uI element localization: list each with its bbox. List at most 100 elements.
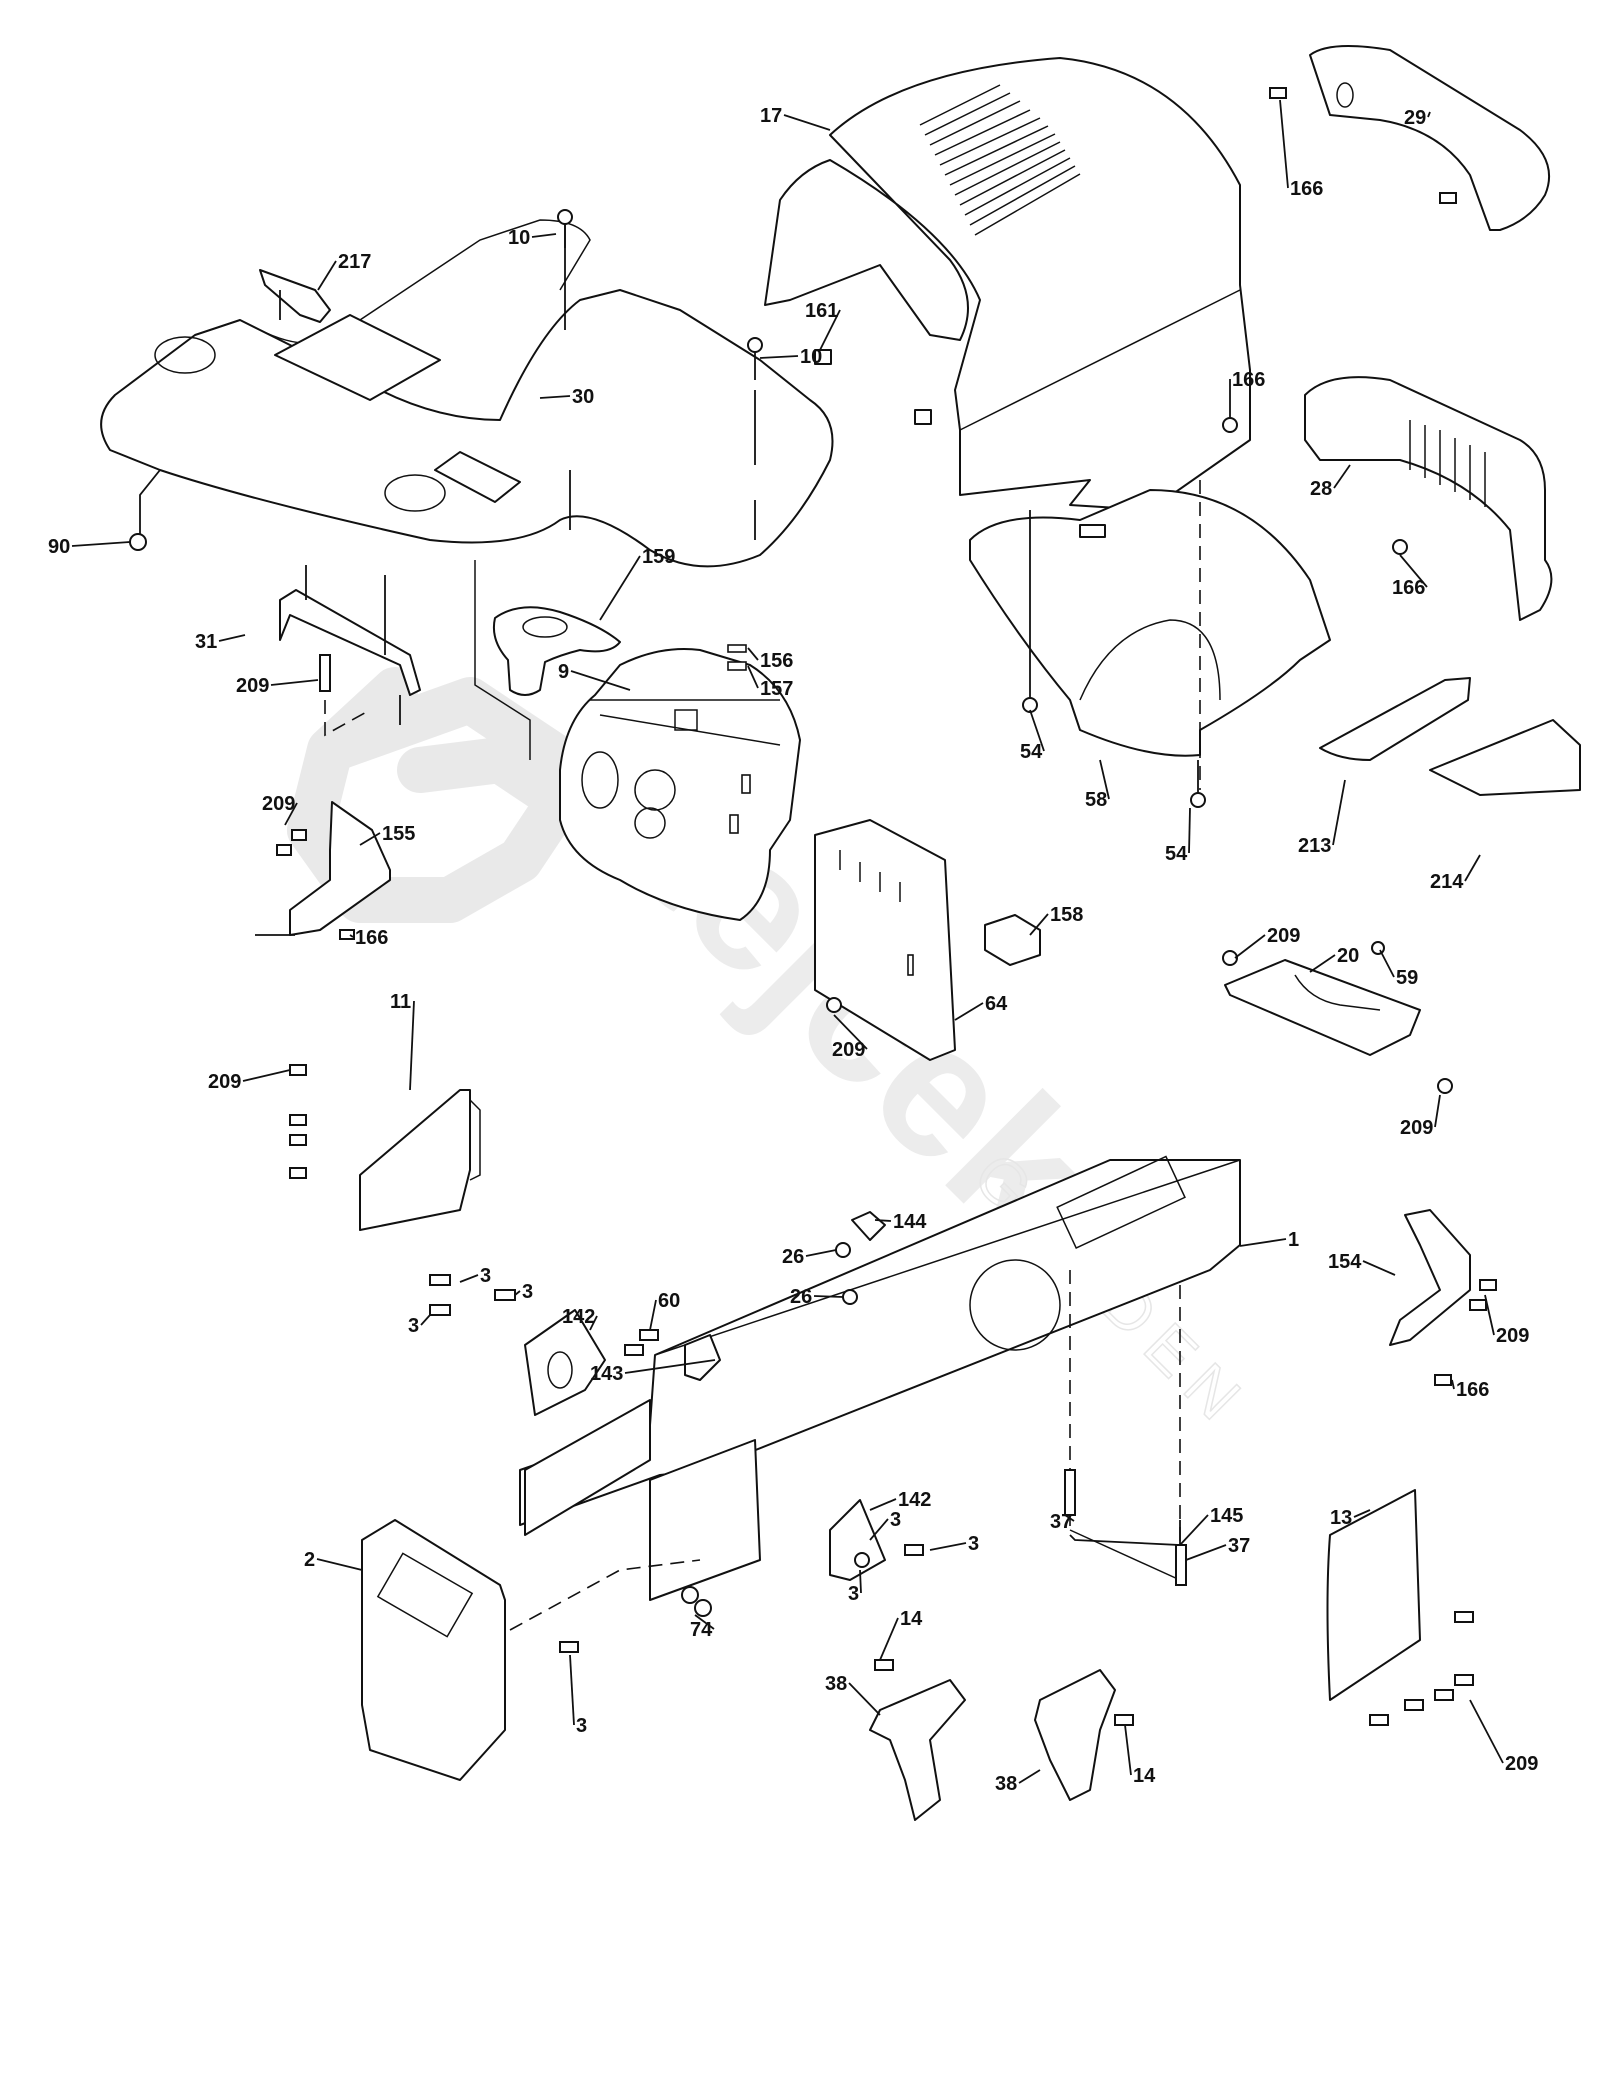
screw-209-dash-support[interactable]: [826, 997, 842, 1013]
bolt-37-lower[interactable]: [1175, 1544, 1187, 1586]
screw-icon: [1269, 87, 1287, 99]
nut-26-upper[interactable]: [835, 1242, 851, 1258]
bolt-37-upper[interactable]: [1064, 1469, 1076, 1516]
fender-part[interactable]: [100, 210, 834, 568]
callout-bolt-fender-front: 10: [759, 346, 822, 368]
front-bracket-part[interactable]: [361, 1519, 701, 1781]
callout-screw-hood-pivot-left: 209: [1234, 925, 1300, 959]
lens-part[interactable]: [727, 644, 747, 653]
callout-axle-support-left: 142: [562, 1306, 598, 1331]
leader-line: [514, 1290, 521, 1296]
screw-166-grille-left[interactable]: [1222, 417, 1238, 433]
bolt-3-d[interactable]: [904, 1544, 924, 1556]
part-number-label: 29: [1404, 107, 1426, 129]
headlight-bezel-part[interactable]: [1269, 45, 1551, 231]
callout-screws-bracket-154: 209: [1484, 1294, 1529, 1347]
bolt-10-front[interactable]: [747, 337, 763, 380]
part-number-label: 217: [338, 251, 371, 273]
dash-lower-part[interactable]: [969, 480, 1331, 790]
hood-part[interactable]: [764, 57, 1251, 511]
part-number-label: 157: [760, 678, 793, 700]
seat-adjust-lever-part[interactable]: [259, 269, 331, 323]
part-number-label: 155: [382, 823, 415, 845]
dash-support-part[interactable]: [814, 819, 956, 1061]
dash-panel-part[interactable]: [559, 648, 801, 921]
callout-bolt-front-bracket: 3: [569, 1654, 587, 1737]
screw-166-grille-right[interactable]: [1392, 539, 1408, 555]
part-number-label: 166: [1392, 577, 1425, 599]
side-plate-13-part[interactable]: [1326, 1489, 1474, 1726]
callout-grille: 28: [1310, 464, 1351, 500]
part-number-label: 209: [262, 793, 295, 815]
callout-screws-side-plate-right: 209: [1469, 1699, 1538, 1775]
bracket-155-part[interactable]: [255, 801, 391, 940]
part-number-label: 144: [893, 1211, 927, 1233]
leader-line: [1185, 1544, 1227, 1561]
grille-part[interactable]: [1304, 376, 1553, 621]
axle-bracket-38-left[interactable]: [869, 1659, 966, 1821]
axle-bracket-38-right[interactable]: [1034, 1669, 1134, 1801]
bolt-60-b[interactable]: [624, 1344, 644, 1356]
side-plate-11-part[interactable]: [289, 1064, 481, 1231]
callout-front-bracket: 2: [304, 1549, 363, 1571]
part-number-label: 209: [1400, 1117, 1433, 1139]
nut-90[interactable]: [129, 533, 147, 551]
part-number-label: 38: [825, 1673, 847, 1695]
side-panel-213-part[interactable]: [1319, 677, 1471, 761]
part-number-label: 54: [1020, 741, 1043, 763]
callout-screw-bracket-155: 209: [262, 793, 298, 826]
bolt-60-a[interactable]: [639, 1329, 659, 1341]
callout-bracket-left: 155: [359, 823, 415, 846]
leader-line: [599, 555, 641, 621]
bolt-3-a[interactable]: [429, 1274, 451, 1286]
callout-bolt-axle-right: 14: [1124, 1724, 1156, 1787]
callout-headlight-bezel: 29: [1404, 107, 1431, 129]
callout-screw-hood-pivot-right: 209: [1400, 1094, 1441, 1139]
leader-line: [874, 1219, 892, 1222]
callout-screw-dash-right: 54: [1165, 807, 1191, 865]
callout-dash-lower: 58: [1085, 759, 1110, 811]
callout-bolt-upper-1: 3: [459, 1265, 491, 1287]
leader-line: [869, 1498, 897, 1511]
callout-nut-lower: 26: [790, 1286, 844, 1308]
bolt-3-b[interactable]: [494, 1289, 516, 1301]
callout-fuel-cap-cup: 159: [599, 546, 675, 621]
leader-line: [1427, 111, 1431, 118]
part-number-label: 37: [1228, 1535, 1250, 1557]
hood-pivot-plate-part[interactable]: [1222, 941, 1453, 1094]
leader-line: [459, 1274, 479, 1283]
side-panel-214-part[interactable]: [1429, 719, 1581, 796]
axle-support-142-left[interactable]: [524, 1309, 606, 1416]
lens-holder-part[interactable]: [727, 661, 747, 671]
bracket-154-part[interactable]: [1389, 1209, 1497, 1386]
leader-line: [1469, 1699, 1504, 1764]
callout-bolt-upper-2: 3: [514, 1281, 533, 1303]
cup-holder-part[interactable]: [492, 606, 621, 696]
screw-54-left[interactable]: [1022, 670, 1038, 713]
part-number-label: 2: [304, 1549, 315, 1571]
side-rail-lower-left[interactable]: [524, 1399, 761, 1601]
part-number-label: 161: [805, 300, 838, 322]
bolt-3-c[interactable]: [429, 1304, 451, 1316]
nut-26-lower[interactable]: [842, 1289, 858, 1305]
leader-line: [1188, 807, 1191, 854]
callout-fender-seat-pan: 30: [539, 386, 594, 408]
clip-144-part[interactable]: [851, 1211, 886, 1241]
nut-74-b[interactable]: [694, 1599, 712, 1617]
callout-hood-pivot-plate: 20: [1309, 945, 1359, 973]
bolt-10-rear[interactable]: [557, 209, 573, 248]
bolt-3-g[interactable]: [559, 1641, 579, 1653]
leader-line: [747, 647, 759, 661]
bracket-143-part[interactable]: [684, 1334, 721, 1381]
screw-54-right[interactable]: [1190, 760, 1206, 808]
axle-support-142-right[interactable]: [829, 1499, 886, 1581]
fender-bracket-part[interactable]: [279, 565, 421, 737]
leader-line: [624, 1359, 716, 1374]
bolt-3-f[interactable]: [854, 1552, 870, 1568]
nut-74-a[interactable]: [681, 1586, 699, 1604]
callout-screw-bezel: 166: [1279, 99, 1323, 200]
leader-line: [1451, 1379, 1455, 1390]
brace-145-part[interactable]: [1069, 1520, 1181, 1581]
switch-bracket-part[interactable]: [984, 914, 1041, 966]
